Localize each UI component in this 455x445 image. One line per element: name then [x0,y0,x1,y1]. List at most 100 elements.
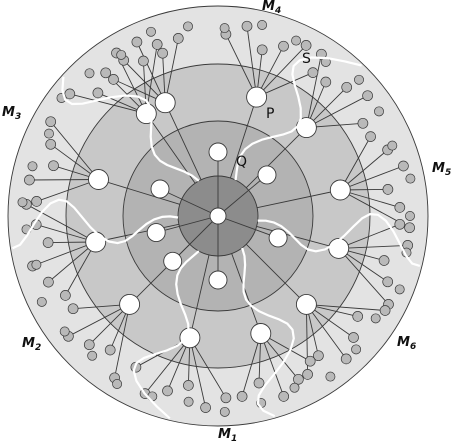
sector-boundary [257,213,421,267]
leaf-node [341,81,353,93]
leaf-edge [32,241,96,267]
leaf-edge [256,45,307,98]
leaf-edge [114,304,131,378]
leaf-node [382,184,394,195]
branch-edge [257,189,341,209]
leaf-node [382,276,394,288]
leaf-node [352,311,364,322]
inner-node [163,251,183,271]
leaf-node [302,369,313,380]
leaf-nodes-layer [17,20,416,417]
leaf-node [45,138,57,150]
edge-leaf-node [405,211,415,221]
leaf-edge [29,179,99,181]
leaf-node [67,303,79,315]
leaf-node [151,39,163,50]
edge-leaf-node [219,23,230,34]
edge-leaf-node [289,382,300,393]
leaf-edge [305,54,322,128]
leaf-node [200,402,211,413]
leaf-edge [246,26,258,98]
spoke-edge [217,215,279,239]
leaf-node [307,67,319,78]
branch-edge [129,243,191,305]
outer-node [135,103,157,125]
center-node [209,207,227,225]
leaf-node [300,40,312,51]
leaf-node [379,305,391,316]
edge-leaf-node [44,128,54,139]
leaf-node [24,174,35,186]
outer-node [179,327,201,349]
sector-boundaries-layer [12,56,421,420]
leaf-node [45,116,57,128]
sector-boundary [61,76,200,182]
edge-leaf-node [394,284,405,295]
leaf-node [43,276,54,288]
branch-edge [145,113,196,184]
leaf-edge [26,203,96,243]
leaf-node [64,88,76,100]
leaf-edge [340,165,404,191]
outer-node [88,169,109,190]
outer-node [329,179,351,201]
leaf-node [100,67,112,79]
leaf-node [394,218,406,230]
sector-label-m1: M1 [218,427,237,444]
leaf-node [398,160,409,172]
branch-edge [231,253,262,334]
branch-edge [245,127,307,189]
leaf-edge [136,41,166,103]
leaf-node [253,377,265,389]
spoke-edge [217,174,268,217]
leaf-edge [144,337,191,394]
leaf-edge [241,333,262,397]
leaf-node [220,392,232,404]
leaf-node [241,20,253,32]
edge-leaf-node [112,379,123,389]
leaf-edge [50,121,99,180]
edge-leaf-node [31,259,42,270]
leaf-node [108,74,119,85]
inner-node [146,223,166,243]
spoke-edge [159,188,219,217]
edge-leaf-node [183,396,194,407]
leaf-node [404,222,415,234]
sector-boundary [241,247,295,418]
leaf-node [42,237,54,248]
sector-boundary [132,250,200,420]
branch-edge [229,96,258,179]
sector-label-m3: M3 [2,105,21,122]
leaf-edge [260,333,285,397]
edge-leaf-node [219,406,230,417]
leaf-node [60,290,71,301]
leaf-node [48,160,59,172]
edge-leaf-node [325,371,336,382]
edge-leaf-node [87,350,98,361]
leaf-node [348,332,359,343]
outer-node [250,323,272,344]
edge-leaf-node [405,173,416,184]
edge-leaf-node [183,21,193,32]
inner-node [208,270,228,290]
inner-node [268,228,288,248]
edge-leaf-node [374,106,384,117]
edge-leaf-node [17,197,28,208]
leaf-node [138,55,149,67]
branch-edge [189,254,210,338]
zone-s-label: S [302,51,311,67]
leaf-edge [69,93,147,115]
outer-node [246,86,268,108]
leaf-node [236,391,248,402]
edge-leaf-node [387,140,398,151]
zone-q-label: Q [236,154,247,170]
inner-node [208,142,228,162]
edge-leaf-node [27,161,38,172]
leaf-edge [225,34,258,98]
leaf-edge [306,303,386,311]
sector-boundary [234,56,362,181]
branch-edge [245,243,307,305]
outer-node [119,293,141,315]
leaf-node [157,47,168,59]
